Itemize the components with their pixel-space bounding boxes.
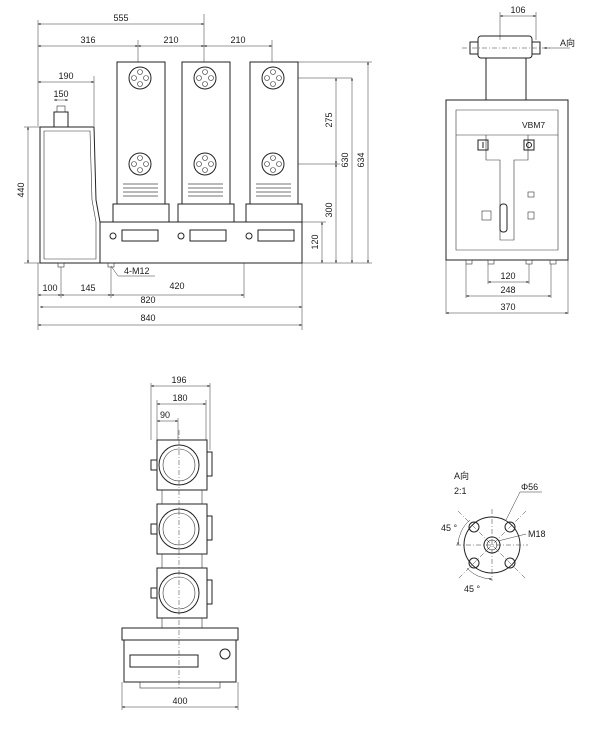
model-label: VBM7 (522, 120, 545, 130)
top-base-body (123, 639, 237, 683)
dim-820: 820 (140, 295, 155, 305)
side-open-button (523, 139, 535, 151)
dim-275: 275 (324, 112, 334, 127)
dim-440: 440 (16, 182, 26, 197)
front-base-window-1 (121, 229, 159, 242)
front-base-knob-2 (177, 232, 185, 240)
detail-thread: M18 (528, 529, 546, 539)
detail-diameter: Φ56 (521, 482, 538, 492)
side-close-button (477, 139, 489, 151)
side-body (445, 99, 569, 261)
dim-106: 106 (510, 5, 525, 15)
arrow-label: A向 (560, 37, 575, 48)
top-base-lid (121, 627, 239, 641)
front-mechanism-housing (39, 126, 101, 264)
top-pole-2 (150, 503, 213, 555)
front-view: 555 316 210 210 190 150 440 275 300 120 … (16, 13, 372, 330)
top-pole-1 (150, 439, 213, 491)
front-base-frame (99, 221, 303, 264)
detail-angle-2: 45 ° (464, 584, 481, 594)
detail-title: A向 (454, 470, 469, 481)
front-base-knob-3 (245, 232, 253, 240)
detail-view-a: A向 2:1 Φ56 M18 45 ° 45 ° (441, 470, 546, 594)
dim-90: 90 (160, 410, 170, 420)
detail-angle-1: 45 ° (441, 523, 458, 533)
dim-100: 100 (42, 283, 57, 293)
front-base-window-3 (257, 229, 295, 242)
bolt-note: 4-M12 (124, 266, 150, 276)
front-handle (53, 111, 69, 128)
dim-120: 120 (310, 234, 320, 249)
detail-scale: 2:1 (454, 486, 467, 496)
dim-400: 400 (172, 696, 187, 706)
dim-630: 630 (340, 152, 350, 167)
top-pole-3 (150, 567, 213, 619)
front-pole-1 (112, 61, 170, 223)
dim-side-248: 248 (500, 285, 515, 295)
side-view: 106 A向 VBM7 120 (445, 5, 575, 314)
dim-210-b: 210 (230, 35, 245, 45)
dim-210-a: 210 (163, 35, 178, 45)
front-base-window-2 (189, 229, 227, 242)
top-view: 196 180 90 (121, 375, 239, 710)
front-base-knob-1 (109, 232, 117, 240)
dim-150: 150 (53, 89, 68, 99)
dim-side-120: 120 (500, 271, 515, 281)
dim-180: 180 (172, 393, 187, 403)
dim-300: 300 (324, 202, 334, 217)
dim-145: 145 (80, 283, 95, 293)
dim-side-370: 370 (500, 302, 515, 312)
dim-316: 316 (80, 35, 95, 45)
dim-555: 555 (113, 13, 128, 23)
front-pole-3 (245, 61, 303, 223)
dim-196: 196 (171, 375, 186, 385)
dim-420: 420 (169, 281, 184, 291)
side-top-contact (477, 35, 533, 59)
dim-634: 634 (356, 152, 366, 167)
dim-840: 840 (140, 313, 155, 323)
front-pole-2 (177, 61, 235, 223)
dim-190: 190 (58, 71, 73, 81)
